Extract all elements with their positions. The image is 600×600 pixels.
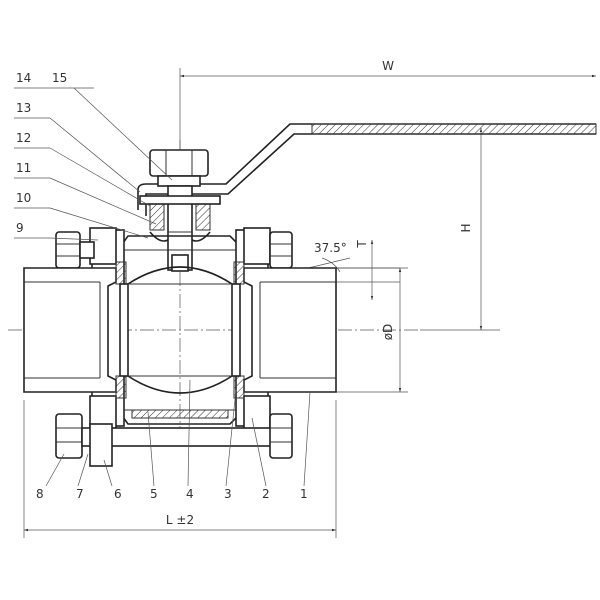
left-end-cap [23, 267, 117, 393]
bolt-bottom [55, 413, 293, 467]
length-dimension: L ±2 [23, 400, 337, 538]
bolt-top-left [55, 231, 95, 269]
svg-text:5: 5 [150, 487, 158, 501]
part-label-2: 2 [251, 417, 270, 501]
part-label-1: 1 [300, 391, 311, 501]
length-label: L ±2 [166, 513, 194, 527]
svg-text:1: 1 [300, 487, 308, 501]
ball [127, 266, 233, 394]
svg-text:4: 4 [186, 487, 194, 501]
svg-text:2: 2 [262, 487, 270, 501]
seat-right [231, 261, 245, 399]
right-flange [243, 227, 271, 433]
part-label-6: 6 [103, 459, 122, 501]
part-label-8: 8 [36, 453, 65, 501]
width-dimension: W [179, 59, 596, 160]
svg-text:10: 10 [16, 191, 31, 205]
part-label-5: 5 [147, 411, 158, 501]
body-gasket [131, 409, 229, 419]
height-dimension: H [420, 127, 500, 331]
part-label-7: 7 [76, 453, 89, 501]
seat-left [115, 261, 129, 399]
outer-diameter-label: øD [381, 324, 395, 341]
svg-text:7: 7 [76, 487, 84, 501]
svg-text:13: 13 [16, 101, 31, 115]
svg-text:14: 14 [16, 71, 31, 85]
svg-text:8: 8 [36, 487, 44, 501]
svg-text:9: 9 [16, 221, 24, 235]
svg-text:15: 15 [52, 71, 67, 85]
part-label-14: 14 [16, 71, 31, 85]
part-label-9: 9 [14, 221, 99, 241]
svg-text:11: 11 [16, 161, 31, 175]
svg-text:3: 3 [224, 487, 232, 501]
part-label-11: 11 [14, 161, 157, 225]
svg-text:6: 6 [114, 487, 122, 501]
svg-text:12: 12 [16, 131, 31, 145]
part-label-15: 15 [14, 71, 173, 181]
part-label-13: 13 [14, 101, 141, 193]
part-label-3: 3 [224, 389, 237, 501]
angle-label: 37.5° [314, 241, 347, 255]
width-label: W [382, 59, 394, 73]
gland-packing [139, 195, 221, 242]
height-label: H [459, 223, 473, 232]
part-label-4: 4 [186, 379, 194, 501]
thickness-label: T [355, 240, 369, 249]
right-end-cap [243, 267, 337, 393]
stem-nut [149, 149, 209, 187]
part-label-12: 12 [14, 131, 151, 207]
part-label-10: 10 [14, 191, 149, 239]
bolt-top-right [269, 231, 293, 269]
